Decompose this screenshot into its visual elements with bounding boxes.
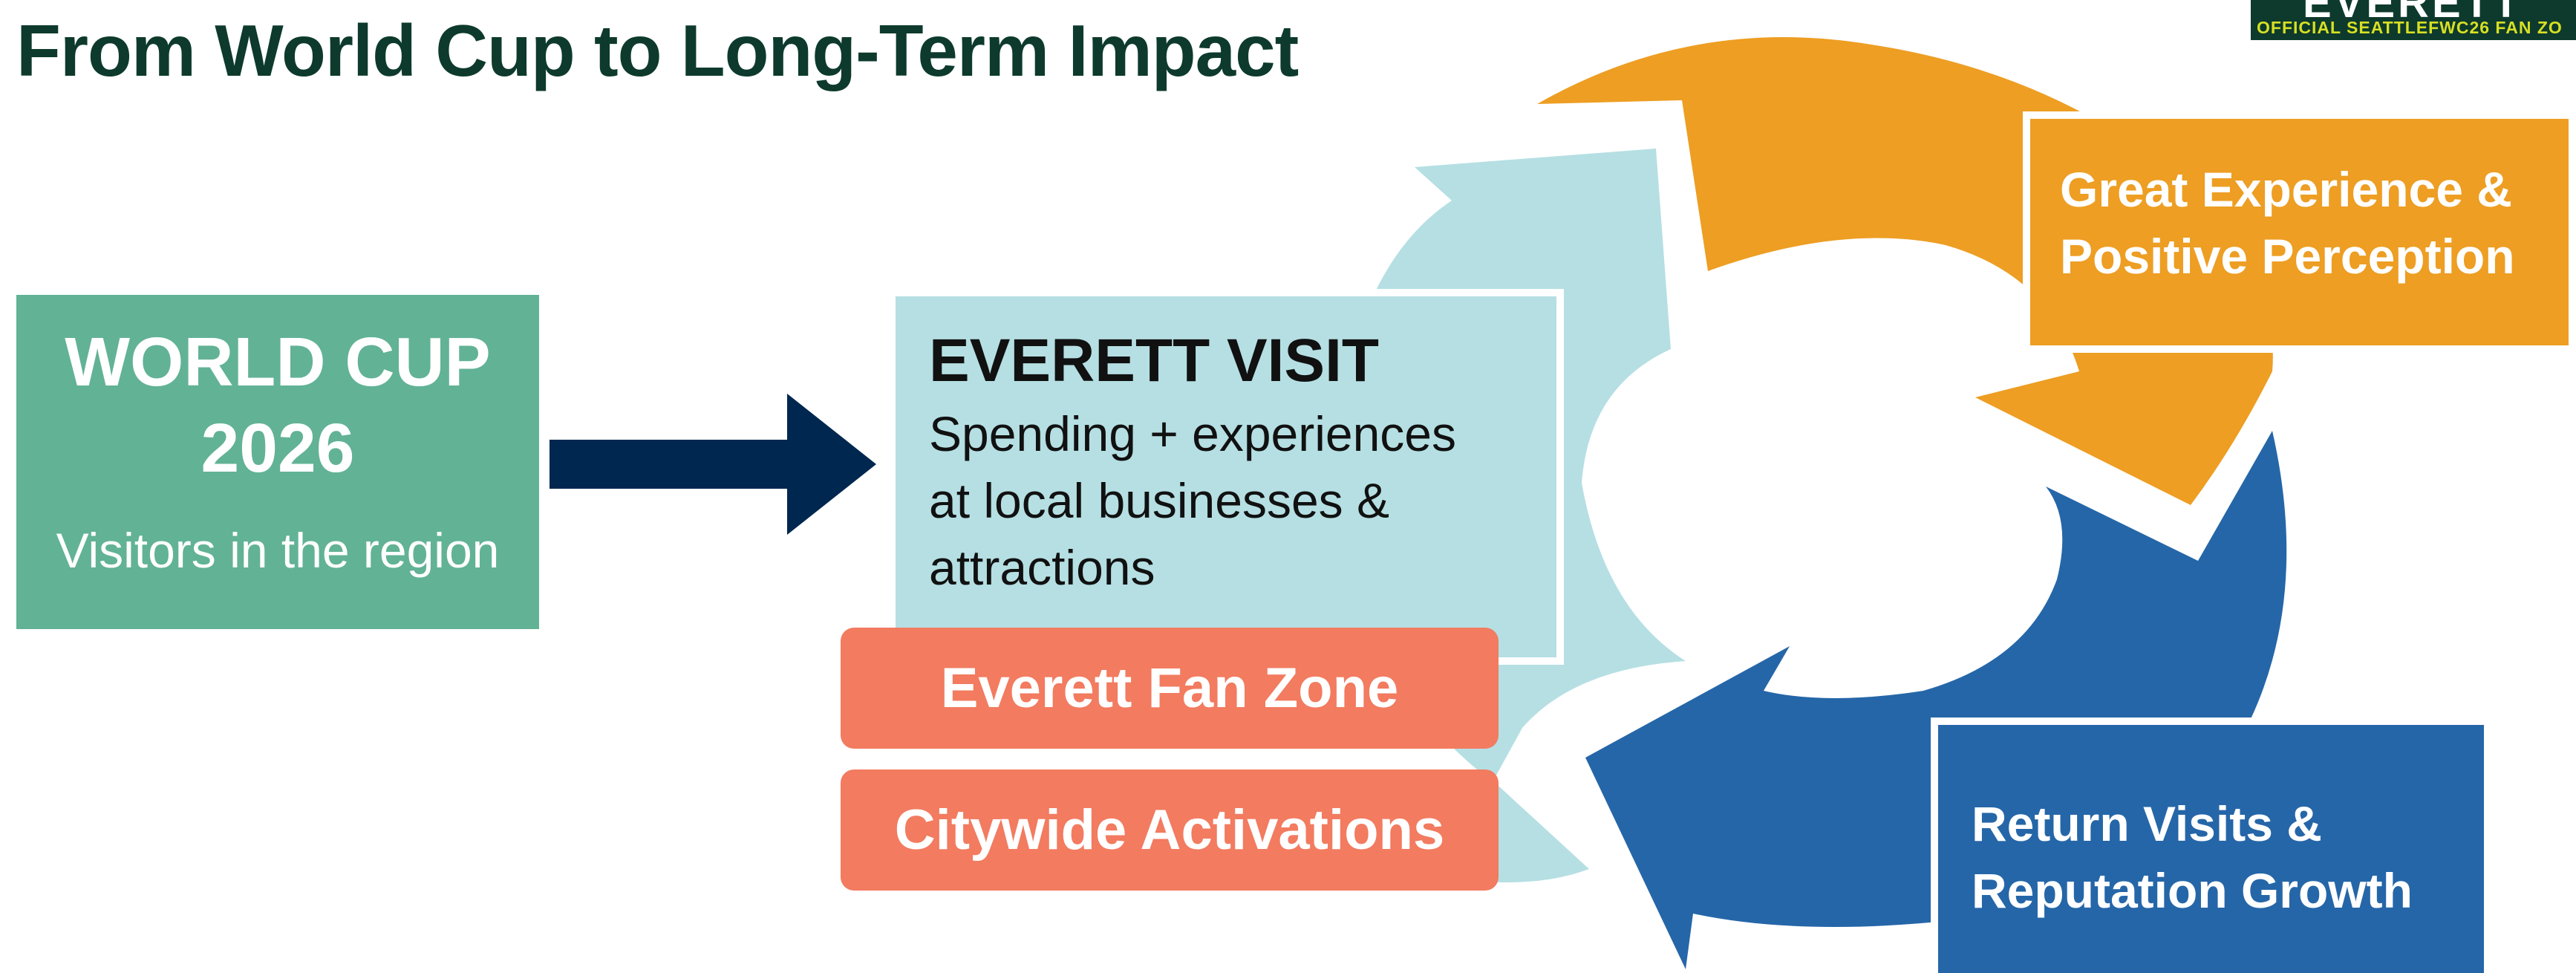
everett-visit-box: EVERETT VISIT Spending + experiences at … — [888, 289, 1564, 665]
everett-visit-line1: Spending + experiences — [929, 406, 1457, 461]
world-cup-line1: WORLD CUP — [65, 323, 491, 400]
world-cup-subtitle: Visitors in the region — [56, 523, 500, 578]
right-arrow-icon — [550, 394, 876, 535]
everett-visit-line3: attractions — [929, 540, 1155, 595]
everett-logo: EVERETT OFFICIAL SEATTLEFWC26 FAN ZO — [2251, 0, 2576, 40]
great-experience-text: Great Experience & Positive Perception — [2060, 156, 2515, 290]
everett-visit-heading: EVERETT VISIT — [929, 327, 1379, 394]
great-experience-line2: Positive Perception — [2060, 229, 2515, 284]
world-cup-line2: 2026 — [200, 409, 355, 486]
page-title: From World Cup to Long-Term Impact — [16, 10, 1299, 91]
return-visits-box: Return Visits & Reputation Growth — [1931, 717, 2484, 973]
everett-visit-line2: at local businesses & — [929, 473, 1390, 528]
return-visits-line2: Reputation Growth — [1972, 863, 2413, 918]
logo-tagline: OFFICIAL SEATTLEFWC26 FAN ZO — [2257, 18, 2563, 37]
great-experience-box: Great Experience & Positive Perception — [2023, 111, 2576, 353]
return-visits-text: Return Visits & Reputation Growth — [1972, 790, 2413, 924]
great-experience-line1: Great Experience & — [2060, 162, 2512, 217]
logo-wordmark: EVERETT — [2303, 0, 2523, 27]
world-cup-heading: WORLD CUP 2026 — [16, 319, 539, 491]
fan-zone-box: Everett Fan Zone — [841, 628, 1499, 749]
everett-visit-description: Spending + experiences at local business… — [929, 400, 1538, 601]
world-cup-box: WORLD CUP 2026 Visitors in the region — [16, 295, 539, 629]
citywide-activations-box: Citywide Activations — [841, 769, 1499, 891]
return-visits-line1: Return Visits & — [1972, 796, 2322, 851]
